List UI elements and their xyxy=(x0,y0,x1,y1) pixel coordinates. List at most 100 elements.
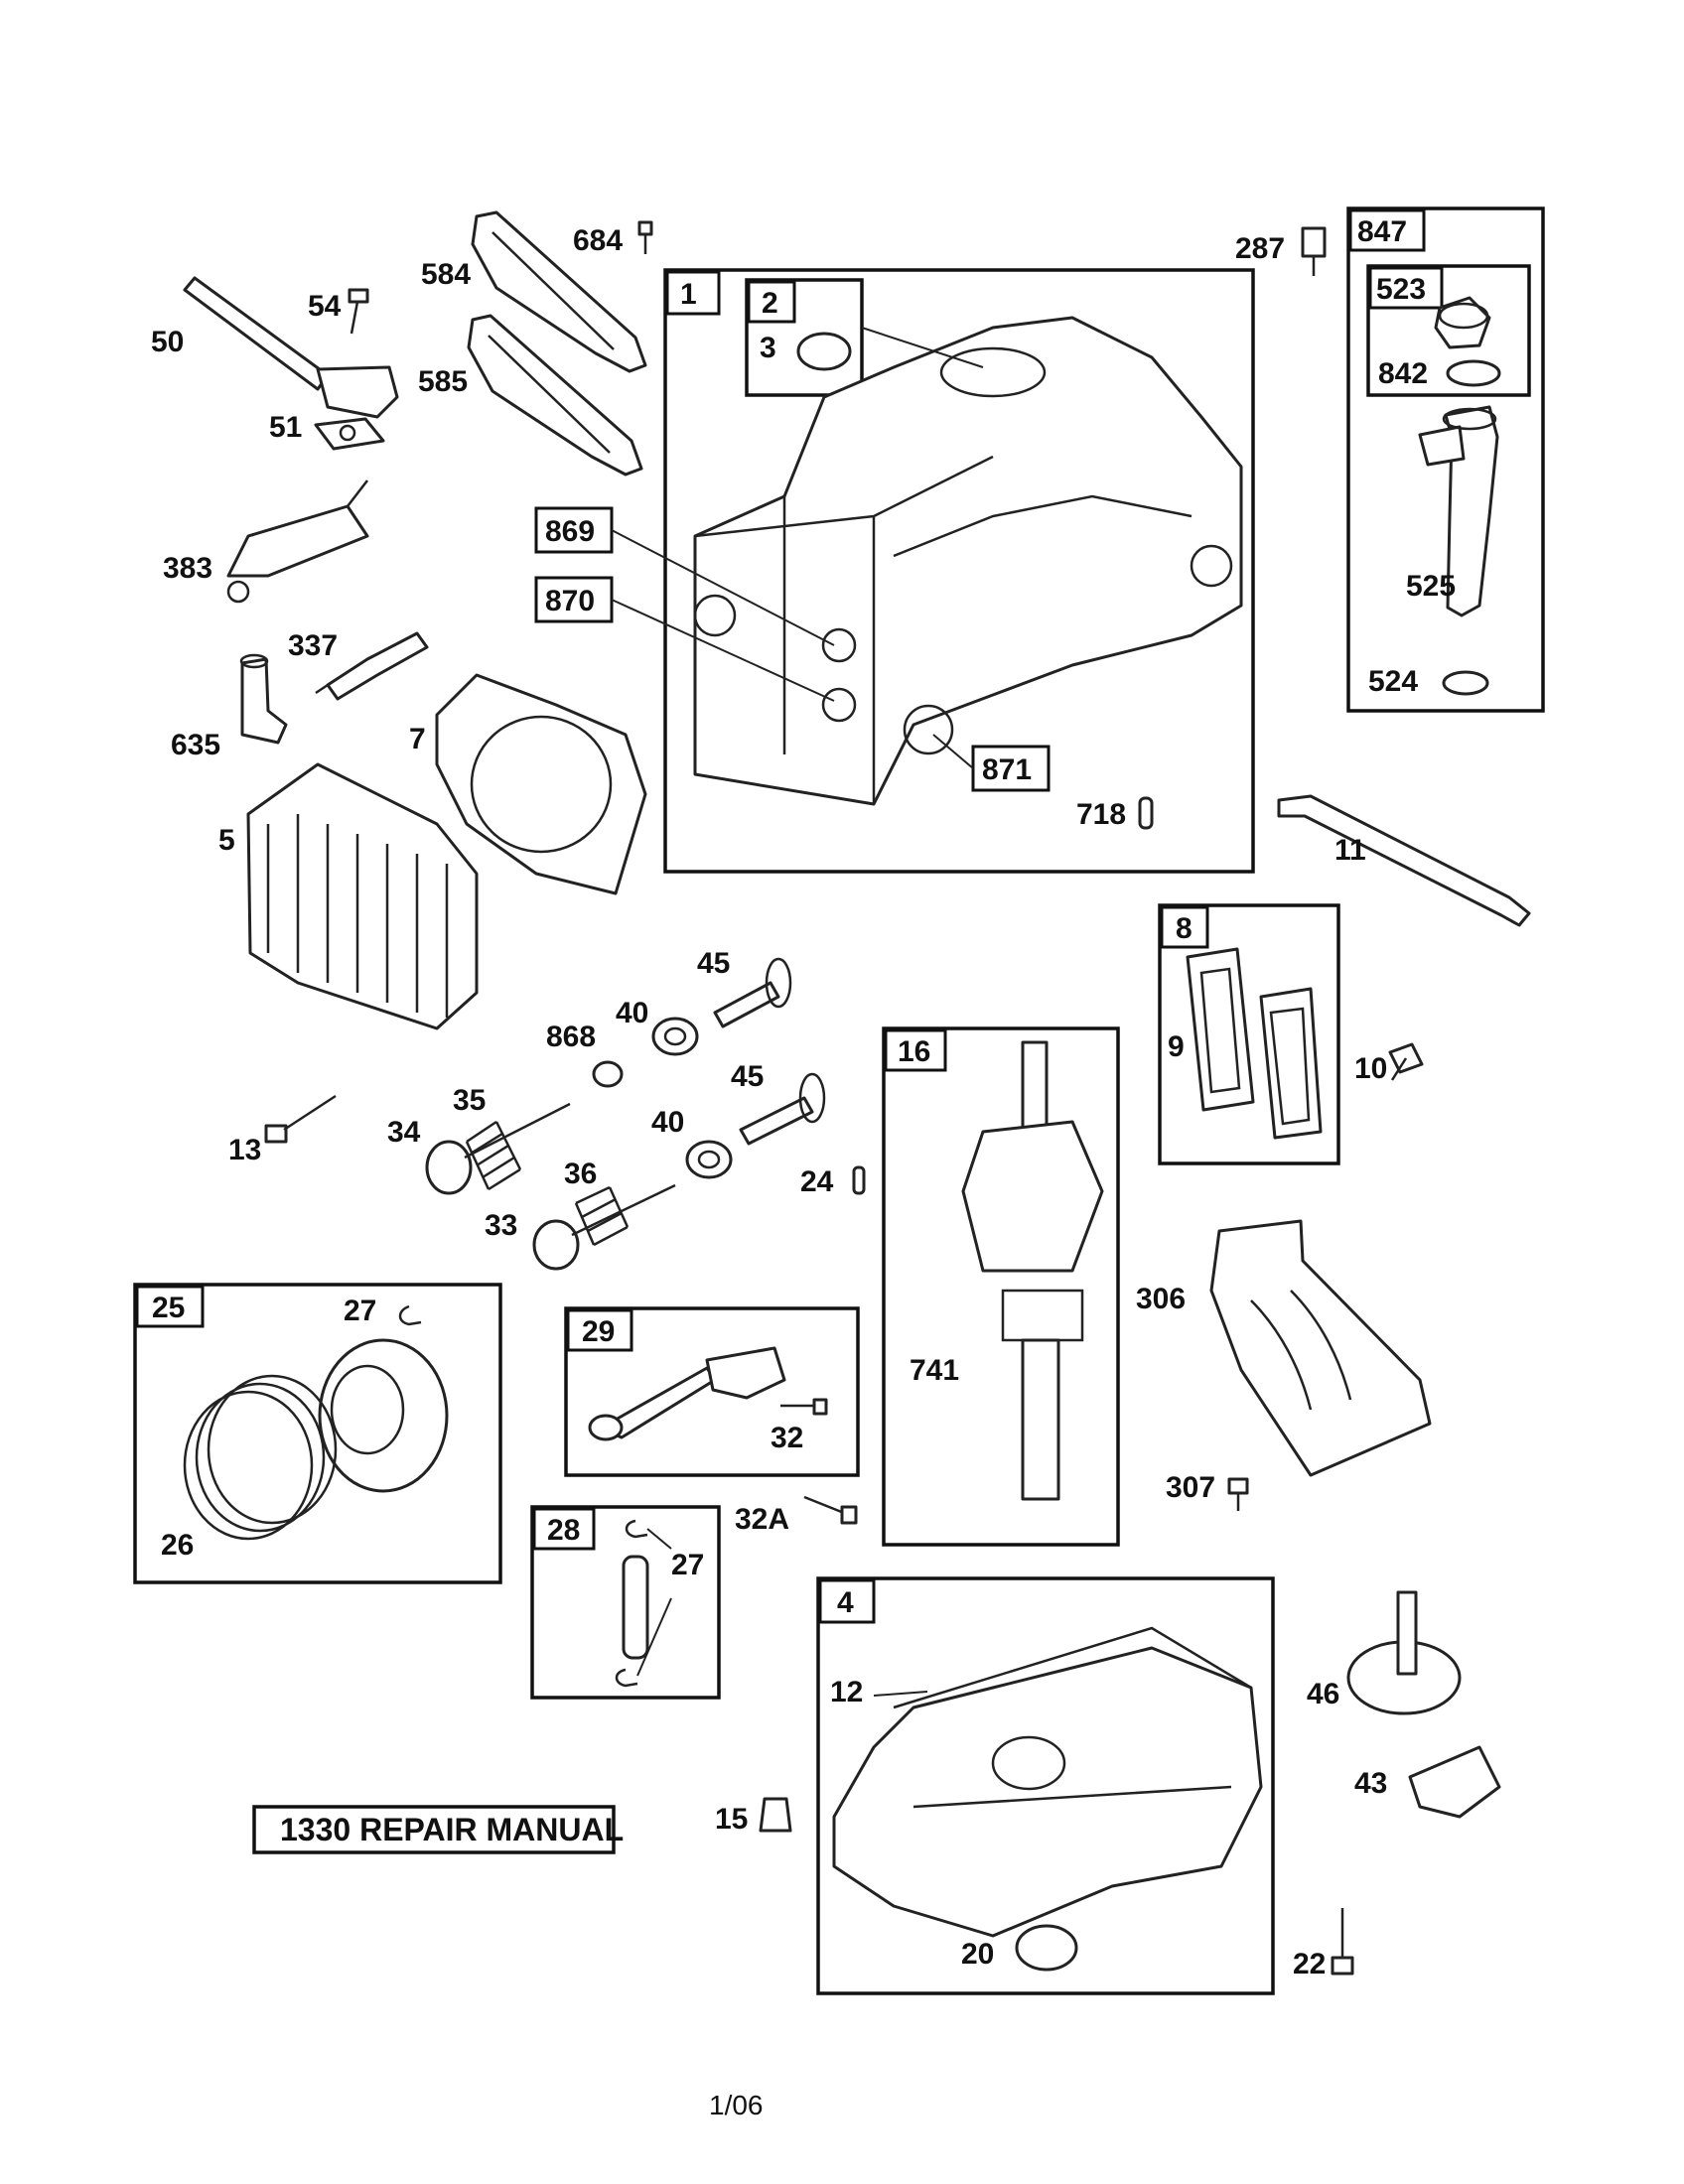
page-footer: 1/06 xyxy=(709,2090,764,2120)
bolt-32a xyxy=(803,1495,858,1525)
svg-text:2: 2 xyxy=(762,287,778,320)
label-27a: 27 xyxy=(344,1295,376,1327)
svg-text:869: 869 xyxy=(545,515,595,548)
connecting-rod-29 xyxy=(588,1346,786,1441)
label-741: 741 xyxy=(910,1354,959,1387)
breather-tube-50 xyxy=(183,276,399,419)
svg-text:870: 870 xyxy=(545,585,595,617)
svg-text:16: 16 xyxy=(898,1035,930,1068)
svg-text:847: 847 xyxy=(1357,215,1407,248)
valve-45a xyxy=(713,957,792,1028)
box-1: 1 xyxy=(663,268,1255,874)
svg-text:25: 25 xyxy=(152,1292,185,1324)
cover-8 xyxy=(1259,987,1323,1140)
label-40a: 40 xyxy=(616,997,648,1029)
label-46: 46 xyxy=(1307,1678,1339,1710)
gasket-51 xyxy=(314,417,385,451)
spring-36 xyxy=(574,1185,630,1247)
o-ring-842 xyxy=(1446,359,1501,387)
label-10: 10 xyxy=(1354,1052,1387,1085)
bolt-307 xyxy=(1227,1477,1249,1511)
label-51: 51 xyxy=(269,411,302,444)
cap-523 xyxy=(1434,296,1491,349)
bolt-287 xyxy=(1301,226,1327,276)
o-ring-524 xyxy=(1442,670,1489,696)
label-585: 585 xyxy=(418,365,468,398)
rings-26 xyxy=(183,1374,338,1541)
label-27b: 27 xyxy=(671,1549,704,1581)
pin-718 xyxy=(1138,796,1154,830)
plug-15 xyxy=(759,1797,792,1833)
valve-45b xyxy=(739,1072,826,1146)
label-54: 54 xyxy=(308,290,342,323)
label-32: 32 xyxy=(771,1422,803,1454)
retainer-40b xyxy=(685,1140,733,1179)
boot-635 xyxy=(239,653,288,745)
label-34: 34 xyxy=(387,1116,421,1149)
label-718: 718 xyxy=(1076,798,1126,831)
bolt-32 xyxy=(780,1398,828,1416)
spark-plug-337 xyxy=(315,631,429,701)
box-870: 870 xyxy=(534,576,614,623)
bolt-54 xyxy=(348,288,369,335)
bolt-10 xyxy=(1388,1042,1424,1081)
gasket-585 xyxy=(467,314,643,477)
svg-text:8: 8 xyxy=(1176,912,1193,945)
label-287: 287 xyxy=(1235,232,1285,265)
gasket-584 xyxy=(471,210,647,373)
label-33: 33 xyxy=(485,1209,517,1242)
label-45b: 45 xyxy=(731,1060,764,1093)
svg-text:871: 871 xyxy=(982,753,1032,786)
label-5: 5 xyxy=(218,824,235,857)
gasket-9 xyxy=(1186,947,1255,1112)
label-842: 842 xyxy=(1378,357,1428,390)
retainer-40a xyxy=(651,1017,699,1056)
label-13: 13 xyxy=(228,1134,261,1166)
seal-868 xyxy=(592,1060,624,1088)
label-383: 383 xyxy=(163,552,212,585)
box-2: 2 xyxy=(745,278,864,397)
label-36: 36 xyxy=(564,1158,597,1190)
cylinder-head-5 xyxy=(246,762,479,1030)
clip-27b-top xyxy=(625,1519,648,1539)
box-25: 25 xyxy=(133,1283,502,1584)
clip-27b-bottom xyxy=(615,1668,638,1688)
svg-text:28: 28 xyxy=(547,1514,580,1547)
label-306: 306 xyxy=(1136,1283,1186,1315)
tube-11 xyxy=(1277,794,1531,927)
valve-34 xyxy=(425,1102,571,1195)
seal-3 xyxy=(796,332,852,371)
label-15: 15 xyxy=(715,1803,748,1836)
repair-manual-label: 1330 REPAIR MANUAL xyxy=(252,1805,624,1854)
crankshaft-741 xyxy=(961,1040,1104,1501)
dipstick-tube-525 xyxy=(1418,405,1499,617)
cylinder-block-drawing xyxy=(611,316,1243,806)
label-45a: 45 xyxy=(697,947,730,980)
valve-33 xyxy=(532,1183,676,1271)
label-9: 9 xyxy=(1168,1030,1185,1063)
part-383 xyxy=(226,479,369,604)
label-40b: 40 xyxy=(651,1106,684,1139)
label-12: 12 xyxy=(830,1676,863,1708)
label-32a: 32A xyxy=(735,1503,789,1536)
label-307: 307 xyxy=(1166,1471,1215,1504)
svg-text:4: 4 xyxy=(837,1586,854,1619)
box-871: 871 xyxy=(971,745,1051,792)
svg-text:29: 29 xyxy=(582,1315,615,1348)
label-35: 35 xyxy=(453,1084,486,1117)
label-337: 337 xyxy=(288,629,338,662)
head-gasket-7 xyxy=(435,673,647,895)
seal-20 xyxy=(1015,1924,1078,1972)
piston-25 xyxy=(318,1338,449,1493)
bolt-13 xyxy=(264,1094,337,1144)
spring-35 xyxy=(465,1120,522,1191)
label-584: 584 xyxy=(421,258,471,291)
label-22: 22 xyxy=(1293,1948,1326,1980)
label-43: 43 xyxy=(1354,1767,1387,1800)
label-635: 635 xyxy=(171,729,220,761)
clip-27a xyxy=(398,1304,422,1326)
box-16: 16 xyxy=(882,1026,1120,1547)
label-524: 524 xyxy=(1368,665,1418,698)
bolt-22 xyxy=(1331,1908,1354,1976)
